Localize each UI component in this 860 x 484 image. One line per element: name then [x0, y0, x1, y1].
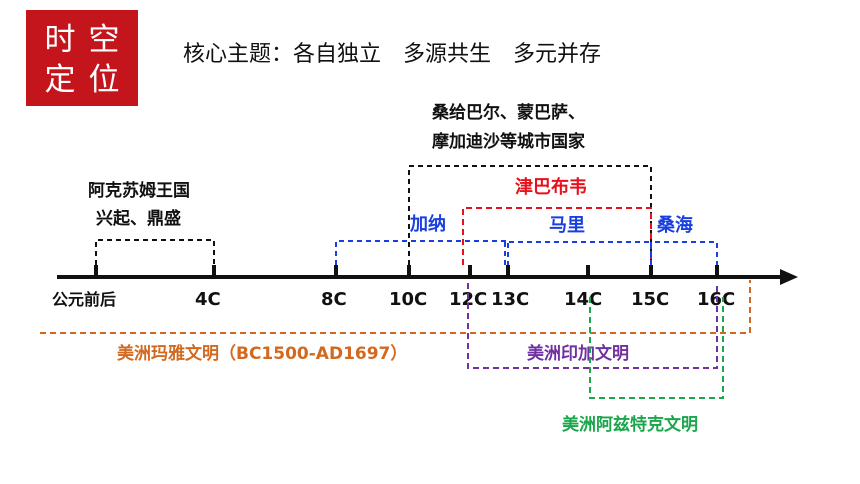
aztec-label: 美洲阿兹特克文明 — [562, 414, 698, 435]
mali-bracket — [504, 241, 652, 265]
songhai-label: 桑海 — [657, 214, 693, 236]
badge-char: 位 — [88, 62, 120, 98]
tick-label: 13C — [491, 289, 529, 310]
tick-label: 12C — [449, 289, 487, 310]
maya-label: 美洲玛雅文明（BC1500-AD1697） — [117, 343, 407, 364]
songhai-bracket — [650, 241, 718, 265]
tick-label: 4C — [195, 289, 221, 310]
timeline-arrowhead — [780, 269, 798, 285]
badge-char: 时 — [44, 22, 76, 58]
ghana-label: 加纳 — [409, 213, 446, 235]
tick-label: 15C — [631, 289, 669, 310]
tick-label: 10C — [389, 289, 427, 310]
zimbabwe-label: 津巴布韦 — [515, 176, 587, 198]
aksum-label-line1: 阿克苏姆王国 — [88, 180, 190, 201]
aztec-bracket — [589, 297, 724, 399]
badge-char: 定 — [44, 62, 76, 98]
ghana-bracket — [335, 240, 509, 265]
inca-label: 美洲印加文明 — [527, 343, 629, 364]
core-theme: 核心主题：各自独立 多源共生 多元并存 — [183, 42, 602, 67]
tick-label: 14C — [564, 289, 602, 310]
aksum-label-line2: 兴起、鼎盛 — [96, 208, 181, 229]
tick-label: 8C — [321, 289, 347, 310]
swahili-label-line1: 桑给巴尔、蒙巴萨、 — [432, 102, 585, 123]
zimbabwe-bracket — [462, 207, 652, 265]
tick-label: 公元前后 — [52, 290, 116, 309]
mali-label: 马里 — [549, 215, 585, 236]
swahili-label-line2: 摩加迪沙等城市国家 — [432, 131, 585, 152]
inca-bracket — [467, 283, 718, 369]
badge-char: 空 — [88, 22, 120, 58]
aksum-bracket — [95, 239, 215, 265]
maya-bracket — [40, 280, 751, 334]
time-space-badge: 时 空 定 位 — [26, 10, 138, 106]
